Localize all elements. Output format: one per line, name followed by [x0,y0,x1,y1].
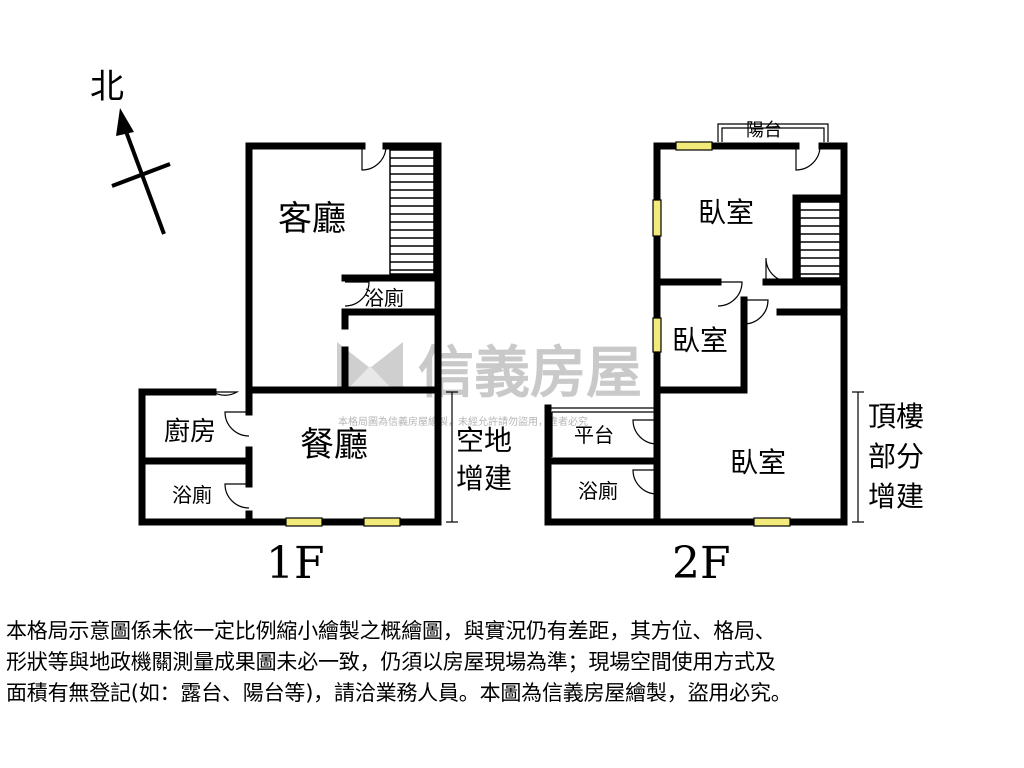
rooftop-label-line2: 部分 [868,440,924,473]
floor-2-label: 2F [672,538,731,589]
north-arrow-head-icon [116,108,134,136]
watermark: 信義房屋 本格局圖為信義房屋繪製，未經允許請勿盜用，違者必究 [337,341,642,428]
rooftop-label-line3: 增建 [868,480,924,513]
window [652,199,662,237]
room-bath-upper: 浴廁 [364,286,404,310]
floor-2-windows [652,141,791,527]
room-bedroom-top: 臥室 [698,196,754,229]
floor-2-doors [632,145,821,495]
disclaimer-line-2: 形狀等與地政機關測量成果圖未必一致，仍須以房屋現場為準；現場空間使用方式及 [6,650,776,674]
floor-1-windows [285,517,401,527]
window [363,517,401,527]
room-bedroom-mid: 臥室 [672,324,728,357]
window [675,141,713,151]
room-bath: 浴廁 [578,479,618,503]
disclaimer-line-3: 面積有無登記(如：露台、陽台等)，請洽業務人員。本圖為信義房屋繪製，盜用必究。 [6,681,792,705]
disclaimer-line-1: 本格局示意圖係未依一定比例縮小繪製之概繪圖，與實況仍有差距，其方位、格局、 [6,619,776,643]
floor-1-label: 1F [266,538,325,589]
floor-2-platform-outline [548,407,657,457]
floor-2-stairs [799,201,841,279]
room-bedroom-main: 臥室 [730,446,786,479]
floor-1-extension-marker [446,391,458,523]
extension-label-line1: 空地 [456,424,512,457]
floor-1-stairs [389,149,435,275]
floor-2-labels: 陽台 臥室 臥室 平台 臥室 浴廁 頂樓 部分 增建 2F [574,120,924,589]
disclaimer-text: 本格局示意圖係未依一定比例縮小繪製之概繪圖，與實況仍有差距，其方位、格局、 形狀… [6,616,1021,709]
room-bath-lower: 浴廁 [172,483,212,507]
extension-label-line2: 增建 [456,462,512,495]
floor-2-plan [544,123,864,527]
floor-2-balcony [717,123,829,142]
north-arrow: 北 [90,67,171,235]
floor-1-doors [212,145,387,509]
window [285,517,323,527]
room-dining: 餐廳 [300,425,368,465]
north-arrow-crossbar [111,162,171,188]
north-arrow-shaft [122,125,166,235]
watermark-brand: 信義房屋 [418,341,642,406]
floor-1-labels: 客廳 浴廁 廚房 餐廳 浴廁 空地 增建 1F [164,199,512,589]
window [753,517,791,527]
room-balcony: 陽台 [746,120,782,141]
room-living: 客廳 [278,199,346,239]
floor-plan-diagram: 信義房屋 本格局圖為信義房屋繪製，未經允許請勿盜用，違者必究 北 [90,67,924,589]
room-kitchen: 廚房 [164,417,216,447]
window [652,317,662,353]
room-platform: 平台 [574,423,614,447]
north-label: 北 [90,67,124,107]
rooftop-label-line1: 頂樓 [868,400,924,433]
floor-2-extension-marker [852,391,864,523]
watermark-notice: 本格局圖為信義房屋繪製，未經允許請勿盜用，違者必究 [338,415,588,428]
floor-1-plan [138,142,458,527]
